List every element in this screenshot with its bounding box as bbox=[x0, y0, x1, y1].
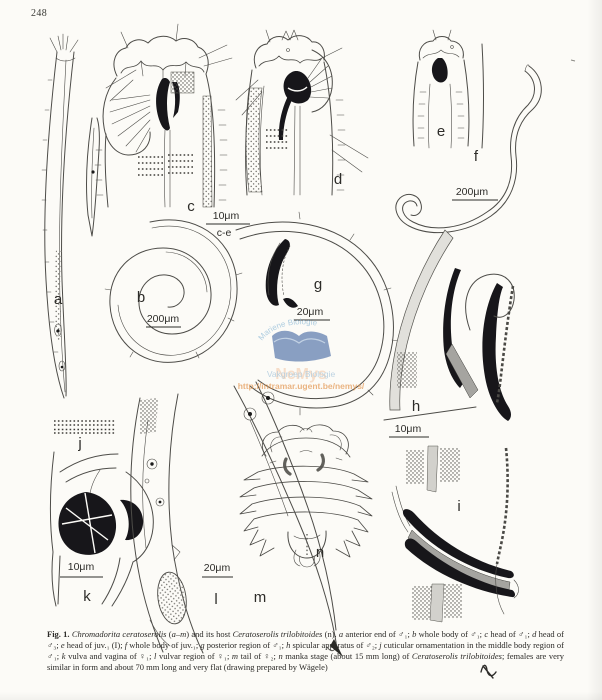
panel-label-j: j bbox=[77, 435, 81, 452]
scale-bar-label: 20μm bbox=[297, 306, 324, 318]
watermark-url: http://intramar.ugent.be/nemys/ bbox=[238, 381, 365, 391]
ink-speck bbox=[570, 59, 576, 62]
wave-logo-icon bbox=[272, 330, 331, 362]
scale-bar-label: 200μm bbox=[456, 186, 489, 198]
panel-e-drawing bbox=[412, 29, 484, 149]
panel-d-drawing bbox=[235, 29, 369, 196]
panel-c-drawing bbox=[94, 23, 233, 208]
panel-label-k: k bbox=[83, 588, 91, 605]
panel-label-m: m bbox=[254, 589, 267, 606]
panel-k-drawing bbox=[49, 451, 154, 607]
scale-bar-range: c-e bbox=[217, 227, 232, 239]
scale-bar-l: 20μm bbox=[202, 562, 233, 578]
scale-bar-h: 10μm bbox=[389, 423, 429, 438]
panel-label-f: f bbox=[474, 148, 479, 165]
panel-label-g: g bbox=[314, 276, 322, 293]
page-number: 248 bbox=[31, 8, 48, 19]
scale-bar-label: 10μm bbox=[213, 210, 240, 222]
panel-label-i: i bbox=[457, 498, 460, 515]
panel-j-drawing bbox=[54, 420, 116, 434]
scale-bar-label: 10μm bbox=[395, 423, 422, 435]
scale-bar-label: 20μm bbox=[204, 562, 231, 574]
panel-label-n: n bbox=[316, 544, 324, 561]
panel-a-drawing bbox=[41, 33, 100, 399]
panel-label-l: l bbox=[214, 591, 217, 608]
wave-crest-icon bbox=[273, 337, 326, 344]
panel-b-drawing bbox=[104, 219, 243, 363]
panel-label-b: b bbox=[137, 289, 145, 306]
watermark: Mariene Biologie NeMys Vakgroep Biologie… bbox=[238, 317, 365, 391]
scale-bar-f: 200μm bbox=[452, 186, 498, 201]
panel-label-e: e bbox=[437, 123, 445, 140]
panel-label-c: c bbox=[187, 198, 195, 215]
scale-bar-c-e: 10μm c-e bbox=[206, 210, 250, 239]
watermark-brand-text: NeMys bbox=[275, 366, 327, 383]
panel-h-drawing bbox=[383, 229, 515, 421]
panel-label-h: h bbox=[412, 398, 420, 415]
panel-l-drawing bbox=[130, 393, 204, 654]
scale-bar-k: 10μm bbox=[60, 561, 103, 578]
panel-f-drawing bbox=[395, 64, 542, 234]
panel-label-d: d bbox=[334, 171, 342, 188]
figure-caption: Fig. 1. Chromadorita ceratoserolis (a–m)… bbox=[47, 629, 565, 672]
watermark-group-text: Vakgroep Biologie bbox=[267, 369, 336, 379]
panel-m-drawing bbox=[233, 381, 343, 657]
panel-label-a: a bbox=[54, 291, 63, 308]
panel-i-drawing bbox=[391, 445, 519, 623]
scale-bar-b: 200μm bbox=[146, 313, 181, 328]
scale-bar-label: 10μm bbox=[68, 561, 95, 573]
scale-bar-g: 20μm bbox=[294, 306, 330, 321]
scale-bar-label: 200μm bbox=[147, 313, 180, 325]
panel-g-drawing bbox=[235, 211, 400, 416]
panel-n-drawing bbox=[239, 424, 373, 568]
handwritten-mark bbox=[480, 664, 497, 679]
